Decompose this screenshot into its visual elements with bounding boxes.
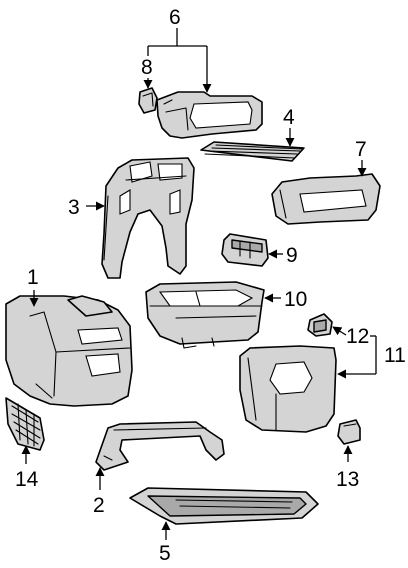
part-13-plug [337, 419, 361, 445]
callout-2: 2 [93, 494, 105, 517]
leader-lines [21, 28, 377, 540]
part-11-side-panel [239, 345, 337, 433]
callout-14: 14 [15, 468, 39, 491]
part-9-module [221, 233, 269, 267]
part-8-clip [138, 87, 158, 114]
callout-1: 1 [27, 266, 39, 289]
part-5-floor-tray [129, 487, 319, 525]
callout-11: 11 [384, 344, 406, 367]
part-3-bracket [101, 157, 195, 279]
callout-6: 6 [169, 6, 181, 29]
callout-7: 7 [355, 138, 367, 161]
callout-10: 10 [284, 288, 307, 311]
callout-9: 9 [286, 244, 298, 267]
part-4-mat [200, 141, 305, 162]
callout-4: 4 [283, 106, 295, 129]
callout-8: 8 [141, 56, 153, 79]
part-10-storage-bin [145, 281, 265, 349]
callout-5: 5 [159, 542, 171, 565]
callout-3: 3 [68, 196, 80, 219]
callout-labels: 6 8 4 7 3 9 1 10 12 11 14 13 2 5 [15, 6, 406, 565]
part-6-bezel [156, 91, 263, 139]
callout-12: 12 [346, 325, 369, 348]
part-7-lid [271, 173, 381, 225]
part-12-knob [307, 313, 333, 337]
part-14-vent-grille [5, 397, 45, 451]
callout-13: 13 [336, 468, 359, 491]
part-2-mounting-bracket [95, 421, 225, 471]
part-1-console-body [5, 295, 133, 407]
